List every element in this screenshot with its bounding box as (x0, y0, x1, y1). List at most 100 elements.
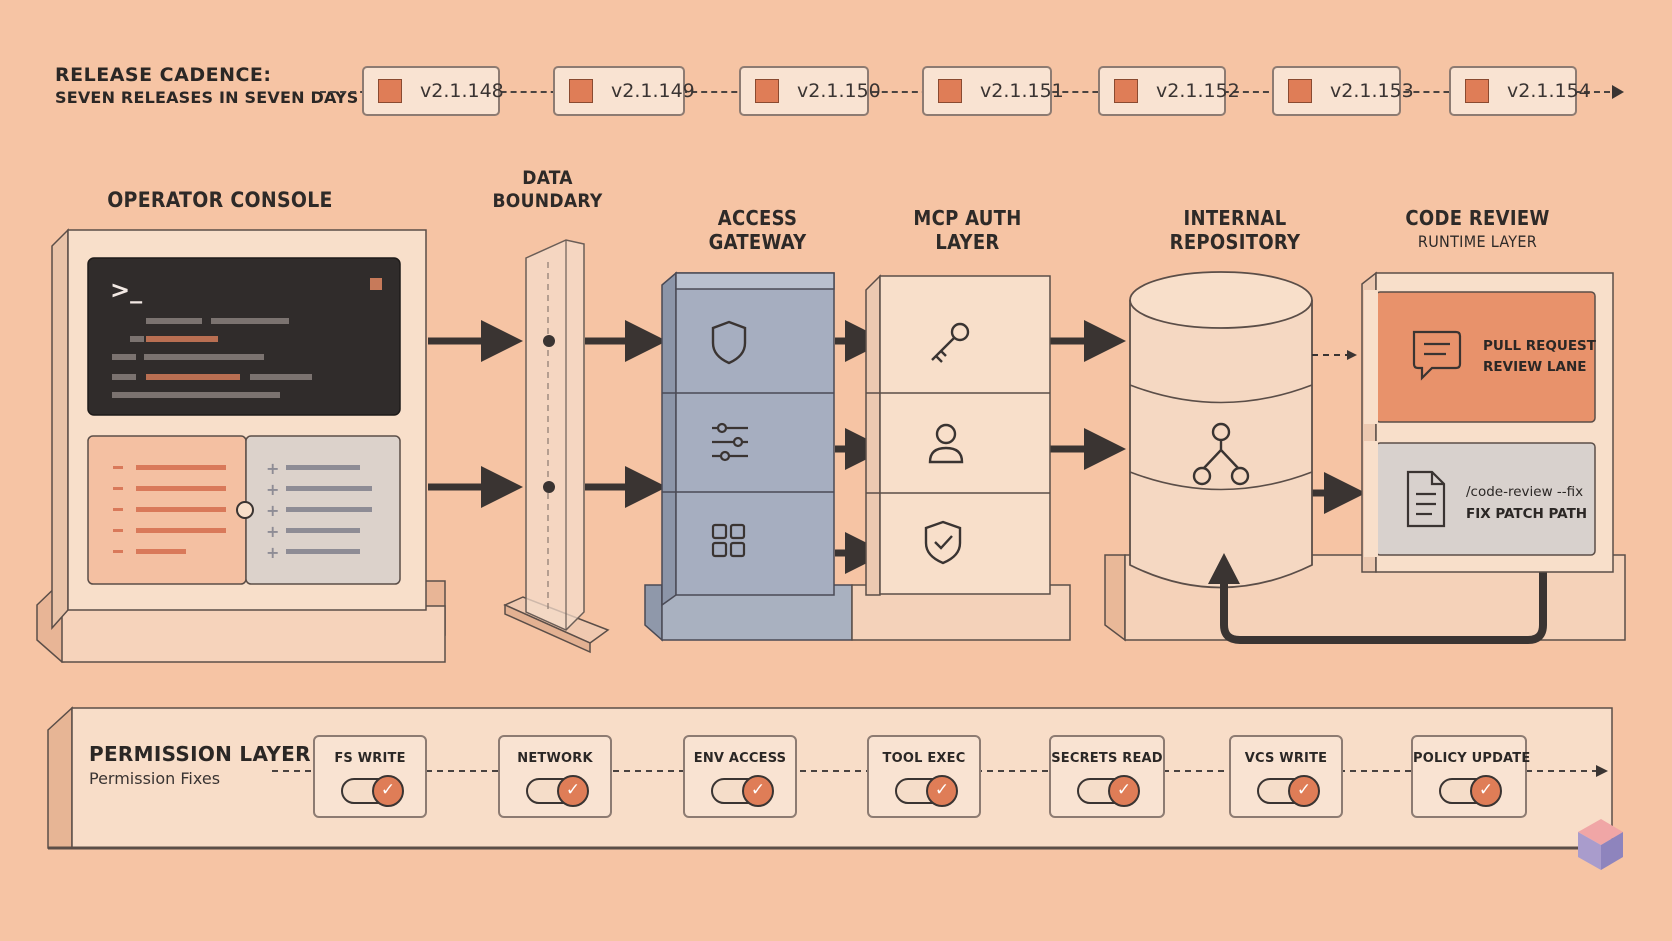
release-badge[interactable]: v2.1.154 (1449, 66, 1591, 116)
release-version: v2.1.151 (980, 80, 1064, 102)
boundary-title-line: BOUNDARY (492, 190, 603, 212)
permission-toggle-card[interactable]: FS WRITE ✓ (313, 735, 427, 818)
permission-toggle-switch[interactable]: ✓ (1439, 775, 1502, 807)
permission-toggle-label: ENV ACCESS (693, 751, 787, 766)
code-review-runtime (1361, 271, 1614, 573)
chat-icon (1412, 330, 1462, 381)
release-marker-icon (569, 79, 593, 103)
permission-toggle-switch[interactable]: ✓ (526, 775, 589, 807)
svg-text:+: + (266, 543, 279, 562)
release-cadence-label: RELEASE CADENCE: (55, 64, 272, 86)
mcp-title-line: MCP AUTH (913, 206, 1022, 230)
gateway-title-line: ACCESS (717, 206, 798, 230)
release-version: v2.1.150 (797, 80, 881, 102)
shield-check-icon (924, 520, 962, 565)
access-gateway (644, 271, 1071, 642)
repo-title-line: REPOSITORY (1169, 230, 1301, 254)
release-version: v2.1.149 (611, 80, 695, 102)
permission-toggle-label: TOOL EXEC (882, 751, 966, 766)
check-icon: ✓ (1108, 775, 1140, 807)
permission-toggle-switch[interactable]: ✓ (341, 775, 404, 807)
operator-console: >_ + + + + + (36, 228, 446, 663)
code-review-title-line: CODE REVIEW (1405, 206, 1550, 230)
check-icon: ✓ (557, 775, 589, 807)
boundary-title-line: DATA (522, 167, 573, 189)
pr-review-lane[interactable]: PULL REQUEST REVIEW LANE (1483, 336, 1596, 378)
check-icon: ✓ (372, 775, 404, 807)
permission-toggle-label: NETWORK (517, 751, 593, 766)
fix-lane-line: FIX PATCH PATH (1466, 506, 1588, 522)
mcp-auth-layer (865, 274, 1051, 596)
release-marker-icon (1465, 79, 1489, 103)
release-version: v2.1.152 (1156, 80, 1240, 102)
sliders-icon (712, 422, 748, 462)
gateway-title-line: GATEWAY (708, 230, 807, 254)
document-icon (1406, 470, 1446, 528)
release-badge[interactable]: v2.1.151 (922, 66, 1064, 116)
release-marker-icon (1288, 79, 1312, 103)
boundary-title: DATA BOUNDARY (480, 167, 615, 213)
check-icon: ✓ (1288, 775, 1320, 807)
terminal-prompt: >_ (110, 276, 142, 304)
check-icon: ✓ (1470, 775, 1502, 807)
cube-logo (1578, 819, 1623, 870)
svg-text:+: + (266, 501, 279, 520)
grid-icon (711, 523, 746, 558)
release-version: v2.1.153 (1330, 80, 1414, 102)
check-icon: ✓ (742, 775, 774, 807)
key-icon (931, 322, 970, 363)
user-icon (928, 423, 964, 464)
permission-title: PERMISSION LAYER (89, 742, 311, 766)
release-marker-icon (378, 79, 402, 103)
release-badge[interactable]: v2.1.153 (1272, 66, 1414, 116)
repo-title: INTERNAL REPOSITORY (1150, 206, 1320, 254)
release-marker-icon (755, 79, 779, 103)
fix-command: /code-review --fix (1466, 484, 1584, 500)
permission-toggle-switch[interactable]: ✓ (1077, 775, 1140, 807)
permission-toggle-label: POLICY UPDATE (1413, 751, 1531, 766)
mcp-title: MCP AUTH LAYER (890, 206, 1045, 254)
mcp-title-line: LAYER (935, 230, 1000, 254)
svg-text:+: + (266, 480, 279, 499)
permission-toggle-card[interactable]: SECRETS READ ✓ (1049, 735, 1165, 818)
release-badge[interactable]: v2.1.149 (553, 66, 695, 116)
permission-toggle-switch[interactable]: ✓ (711, 775, 774, 807)
timeline-arrow-icon (1612, 85, 1624, 99)
console-title: OPERATOR CONSOLE (107, 188, 333, 212)
code-review-title: CODE REVIEW RUNTIME LAYER (1385, 206, 1570, 254)
permission-toggle-card[interactable]: ENV ACCESS ✓ (683, 735, 797, 818)
data-boundary (503, 239, 610, 654)
pr-lane-line: PULL REQUEST (1483, 338, 1596, 354)
fix-patch-path[interactable]: /code-review --fix FIX PATCH PATH (1466, 481, 1587, 525)
permission-toggle-label: SECRETS READ (1051, 751, 1163, 766)
permission-toggle-switch[interactable]: ✓ (1257, 775, 1320, 807)
flow-arrows (428, 320, 1366, 574)
permission-toggle-label: FS WRITE (334, 751, 406, 766)
release-version: v2.1.148 (420, 80, 504, 102)
release-marker-icon (938, 79, 962, 103)
permission-toggle-card[interactable]: TOOL EXEC ✓ (867, 735, 981, 818)
release-version: v2.1.154 (1507, 80, 1591, 102)
permission-toggle-card[interactable]: VCS WRITE ✓ (1229, 735, 1343, 818)
gateway-title: ACCESS GATEWAY (680, 206, 835, 254)
release-badge[interactable]: v2.1.148 (362, 66, 504, 116)
release-badge[interactable]: v2.1.150 (739, 66, 881, 116)
permission-subtitle: Permission Fixes (89, 769, 221, 788)
code-review-subtitle: RUNTIME LAYER (1417, 232, 1538, 251)
permission-toggle-card[interactable]: POLICY UPDATE ✓ (1411, 735, 1531, 818)
permission-toggle-switch[interactable]: ✓ (895, 775, 958, 807)
svg-text:+: + (266, 459, 279, 478)
branch-icon (1192, 422, 1250, 486)
svg-text:+: + (266, 522, 279, 541)
permission-toggle-label: VCS WRITE (1244, 751, 1328, 766)
permission-panel (47, 706, 1613, 850)
repo-title-line: INTERNAL (1183, 206, 1287, 230)
release-cadence-sublabel: SEVEN RELEASES IN SEVEN DAYS (55, 88, 359, 107)
release-badge[interactable]: v2.1.152 (1098, 66, 1240, 116)
shield-icon (711, 320, 747, 365)
pr-lane-line: REVIEW LANE (1483, 359, 1587, 375)
check-icon: ✓ (926, 775, 958, 807)
permission-toggle-card[interactable]: NETWORK ✓ (498, 735, 612, 818)
release-marker-icon (1114, 79, 1138, 103)
